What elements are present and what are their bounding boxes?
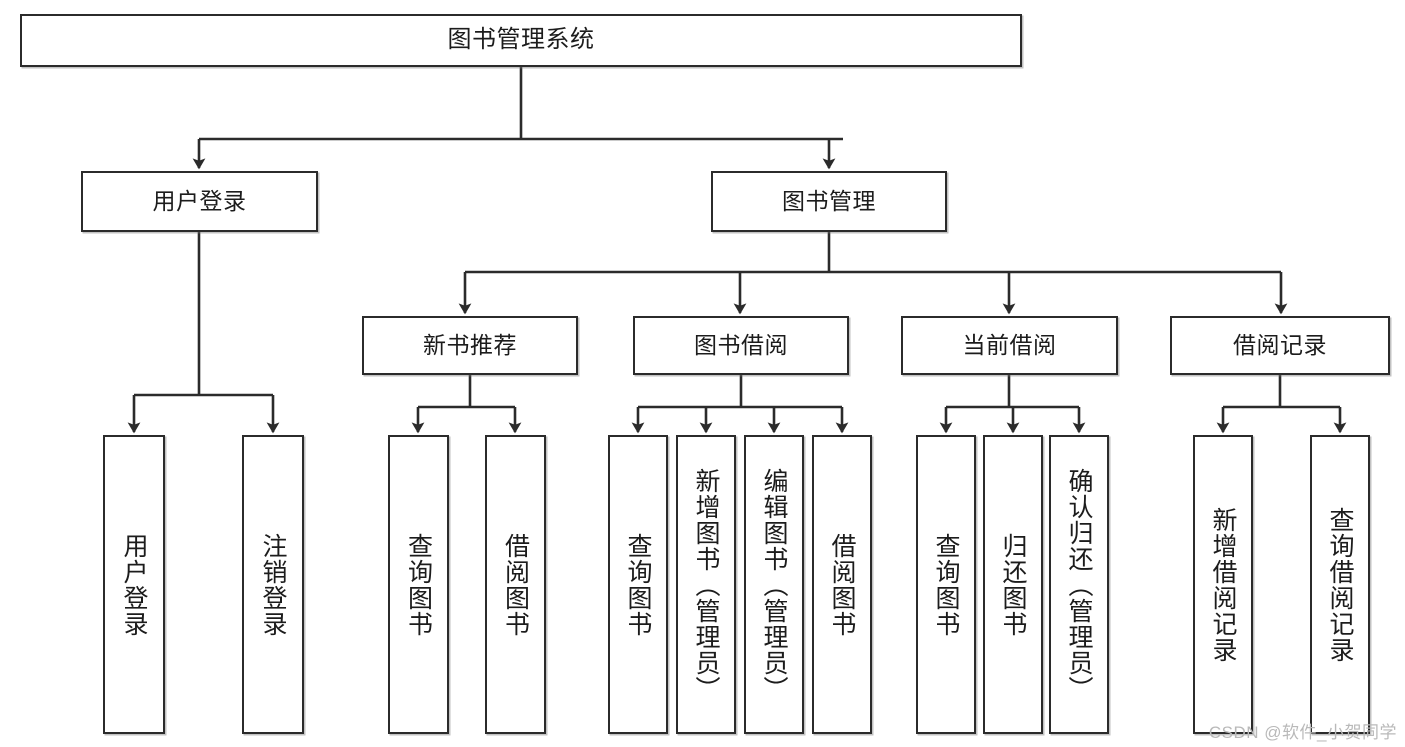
- node-label: 新增图书（管理员）: [692, 467, 720, 702]
- node-label: 注销登录: [259, 532, 287, 637]
- node-label: 借阅图书: [828, 532, 856, 637]
- node-label: 借阅记录: [1233, 331, 1327, 358]
- node-borrow-record[interactable]: 借阅记录: [1170, 316, 1390, 375]
- node-label: 用户登录: [152, 187, 247, 214]
- node-label: 归还图书: [999, 532, 1027, 637]
- node-current-borrow[interactable]: 当前借阅: [901, 316, 1118, 375]
- leaf-add-book-admin[interactable]: 新增图书（管理员）: [676, 435, 736, 734]
- node-label: 借阅图书: [501, 532, 530, 637]
- node-label: 新书推荐: [423, 331, 517, 358]
- leaf-edit-book-admin[interactable]: 编辑图书（管理员）: [744, 435, 804, 734]
- leaf-user-login[interactable]: 用户登录: [103, 435, 165, 734]
- leaf-confirm-return-admin[interactable]: 确认归还（管理员）: [1049, 435, 1109, 734]
- node-book-management[interactable]: 图书管理: [711, 171, 947, 232]
- node-label: 查询图书: [624, 532, 652, 637]
- node-label: 查询图书: [404, 532, 433, 637]
- node-label: 确认归还（管理员）: [1065, 467, 1093, 702]
- leaf-lend-book[interactable]: 借阅图书: [812, 435, 872, 734]
- node-new-book-recommend[interactable]: 新书推荐: [362, 316, 578, 375]
- node-label: 编辑图书（管理员）: [760, 467, 788, 702]
- leaf-query-book-current[interactable]: 查询图书: [916, 435, 976, 734]
- node-label: 图书管理系统: [447, 26, 595, 54]
- node-label: 图书管理: [782, 187, 876, 214]
- node-label: 用户登录: [120, 532, 148, 637]
- leaf-add-borrow-record[interactable]: 新增借阅记录: [1193, 435, 1253, 734]
- node-label: 查询借阅记录: [1326, 506, 1354, 663]
- leaf-query-borrow-record[interactable]: 查询借阅记录: [1310, 435, 1370, 734]
- leaf-logout[interactable]: 注销登录: [242, 435, 304, 734]
- node-label: 新增借阅记录: [1209, 506, 1237, 663]
- leaf-return-book[interactable]: 归还图书: [983, 435, 1043, 734]
- leaf-borrow-book-recommend[interactable]: 借阅图书: [485, 435, 546, 734]
- node-user-login[interactable]: 用户登录: [81, 171, 318, 232]
- leaf-query-book-borrow[interactable]: 查询图书: [608, 435, 668, 734]
- node-label: 图书借阅: [694, 331, 788, 358]
- node-root-system[interactable]: 图书管理系统: [20, 14, 1022, 67]
- node-label: 查询图书: [932, 532, 960, 637]
- leaf-query-book-recommend[interactable]: 查询图书: [388, 435, 449, 734]
- node-label: 当前借阅: [962, 331, 1057, 358]
- watermark: CSDN @软件_小贺同学: [1208, 723, 1397, 742]
- node-book-borrow[interactable]: 图书借阅: [633, 316, 849, 375]
